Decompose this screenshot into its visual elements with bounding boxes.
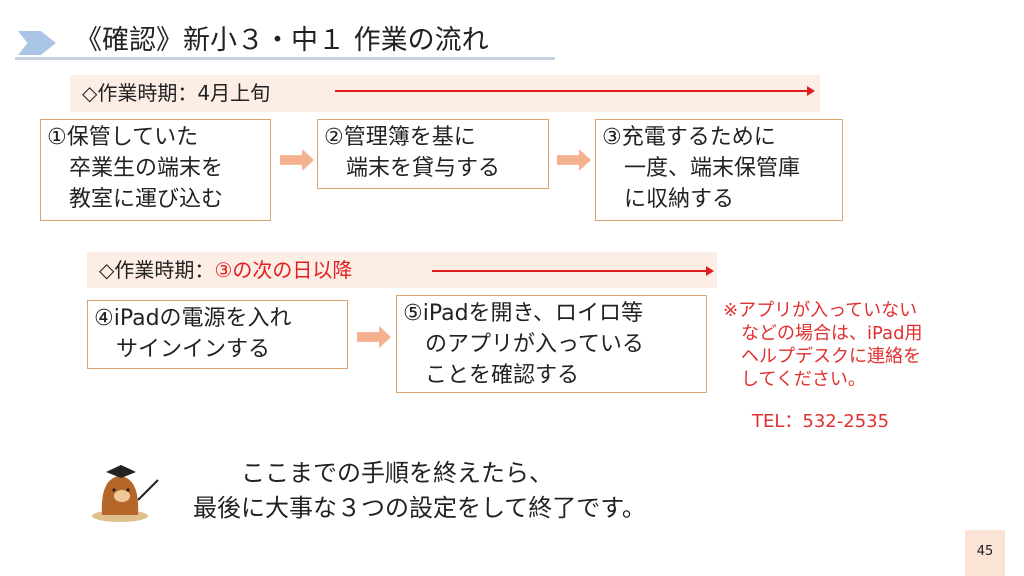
timeline-arrow-icon xyxy=(432,266,714,276)
helpdesk-note: ※アプリが入っていない などの場合は、iPad用 ヘルプデスクに連絡を してくだ… xyxy=(723,300,923,390)
closing-message: ここまでの手順を終えたら、 最後に大事な３つの設定をして終了です。 xyxy=(193,459,646,522)
step-3-box: ③充電するために 一度、端末保管庫 に収納する xyxy=(595,119,843,221)
mole-teacher-mascot-icon xyxy=(92,465,159,522)
phase2-label: ◇作業時期： xyxy=(99,258,215,282)
arrow-right-icon xyxy=(280,149,314,171)
arrow-right-icon xyxy=(357,326,391,348)
phase2-highlight: ③の次の日以降 xyxy=(214,258,353,282)
page-number: 45 xyxy=(965,530,1005,576)
title-underline xyxy=(15,57,555,60)
step-2-box: ②管理簿を基に 端末を貸与する xyxy=(317,119,549,189)
phase1-band: ◇作業時期：4月上旬 xyxy=(70,75,820,112)
step-5-box: ⑤iPadを開き、ロイロ等 のアプリが入っている ことを確認する xyxy=(396,295,707,393)
step-1-box: ①保管していた 卒業生の端末を 教室に運び込む xyxy=(40,119,271,221)
step-4-box: ④iPadの電源を入れ サインインする xyxy=(87,300,348,369)
chevron-icon xyxy=(18,31,56,55)
tel-number: TEL：532-2535 xyxy=(752,411,890,432)
timeline-arrow-icon xyxy=(335,86,815,96)
arrow-right-icon xyxy=(557,149,591,171)
page-title: 《確認》新小３・中１ 作業の流れ xyxy=(75,25,489,56)
phase1-label: ◇作業時期：4月上旬 xyxy=(82,81,271,105)
